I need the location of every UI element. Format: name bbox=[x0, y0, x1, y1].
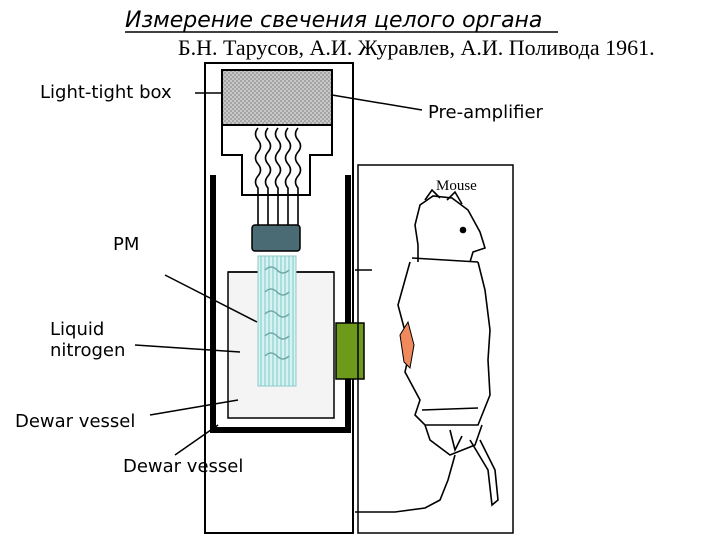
mouse-foot bbox=[449, 429, 463, 453]
pre-amplifier-housing bbox=[221, 124, 333, 196]
label-mouse: Mouse bbox=[436, 178, 477, 194]
label-light-tight-box: Light-tight box bbox=[40, 82, 172, 103]
photomultiplier-tube bbox=[257, 255, 297, 387]
signal-wires bbox=[254, 127, 302, 228]
authors-citation: Б.Н. Тарусов, А.И. Журавлев, А.И. Поливо… bbox=[178, 35, 655, 60]
exposed-organ bbox=[399, 320, 415, 370]
label-pre-amplifier: Pre-amplifier bbox=[428, 102, 544, 123]
leader-liquid-nitrogen bbox=[134, 344, 241, 353]
optical-window bbox=[335, 322, 365, 380]
leader-dewar-inner bbox=[149, 399, 239, 416]
mouse-hip bbox=[424, 424, 483, 456]
mouse-ear bbox=[424, 188, 441, 201]
leader-dewar-outer bbox=[174, 424, 219, 456]
mouse-collar bbox=[411, 257, 479, 263]
mouse-leg bbox=[469, 439, 499, 507]
mouse-head bbox=[414, 195, 486, 263]
mouse-belt bbox=[421, 407, 479, 411]
dynode-chain bbox=[264, 266, 290, 360]
mouse-tail bbox=[355, 454, 456, 513]
leader-lines bbox=[134, 92, 423, 456]
mouse-chamber bbox=[357, 164, 514, 534]
label-pm: PM bbox=[113, 234, 139, 255]
label-dewar-vessel-inner: Dewar vessel bbox=[15, 411, 135, 432]
photomultiplier-cap bbox=[251, 224, 301, 252]
label-liquid: Liquid bbox=[50, 319, 104, 340]
leader-pre-amplifier bbox=[331, 94, 423, 111]
light-tight-box bbox=[204, 62, 354, 534]
label-nitrogen: nitrogen bbox=[50, 340, 125, 361]
dewar-vessel-outer bbox=[210, 175, 351, 433]
pre-amplifier bbox=[221, 69, 333, 126]
label-dewar-vessel-outer: Dewar vessel bbox=[123, 456, 243, 477]
mouse-figure bbox=[355, 188, 499, 513]
title-russian: Измерение свечения целого органа bbox=[125, 8, 542, 33]
mouse-eye bbox=[459, 226, 467, 234]
mouse-ear-right bbox=[446, 190, 463, 205]
leader-pm bbox=[164, 274, 258, 323]
